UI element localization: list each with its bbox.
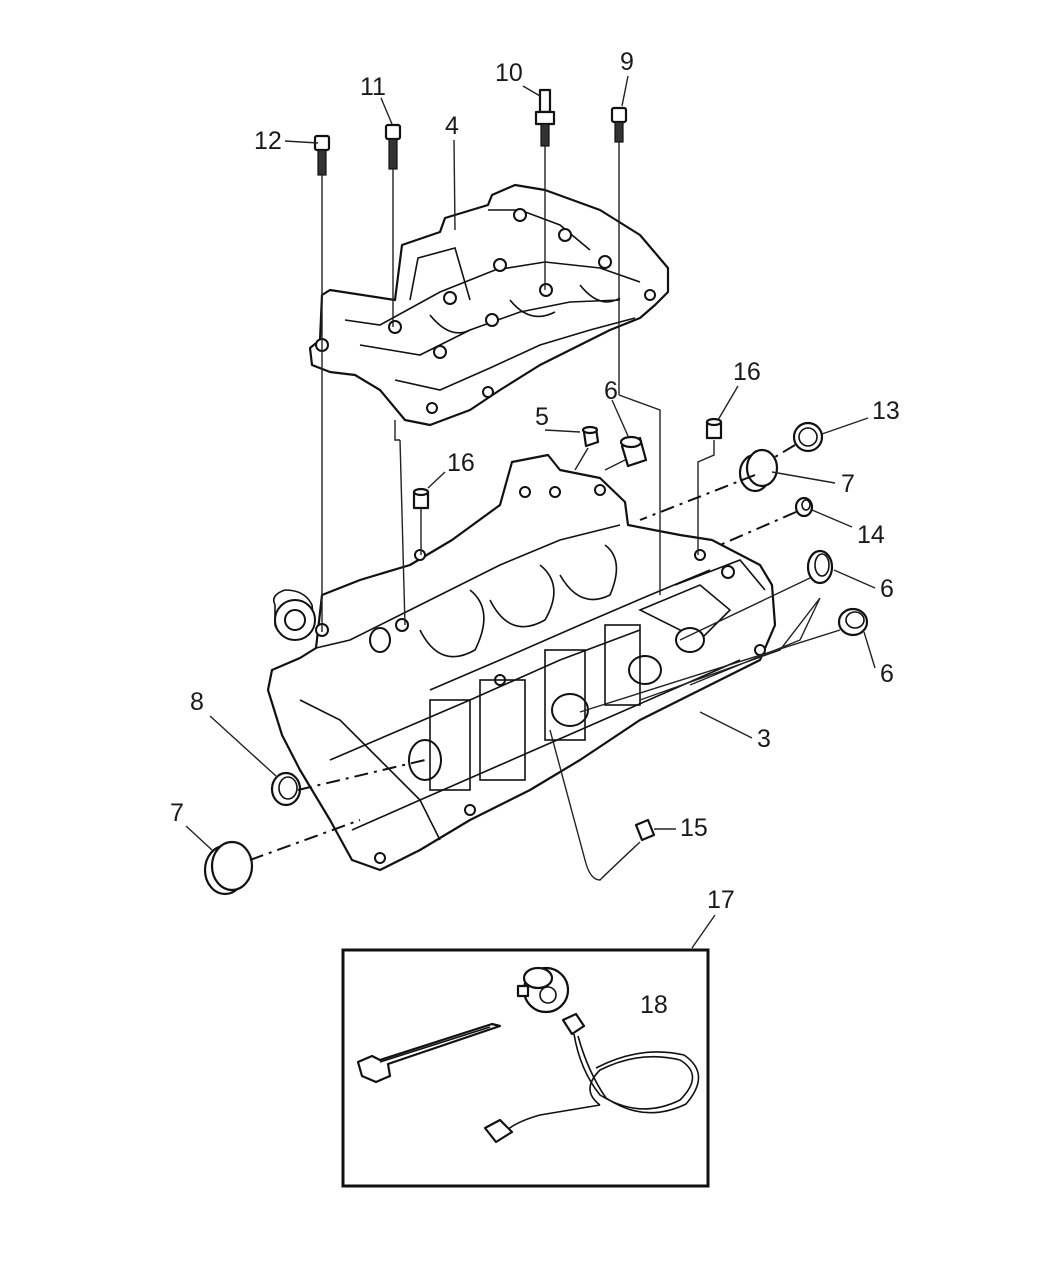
plug-14	[719, 496, 814, 546]
callout-6-top: 6	[604, 377, 618, 405]
callout-8: 8	[190, 688, 204, 716]
callout-6-mid: 6	[880, 575, 894, 603]
cylinder-head	[266, 453, 777, 872]
leader-6a	[611, 399, 629, 437]
callout-12: 12	[254, 127, 282, 155]
leader-9	[621, 75, 629, 107]
callout-7-left: 7	[170, 799, 184, 827]
bolt-9	[610, 106, 661, 595]
callout-10: 10	[495, 59, 523, 87]
leader-16b	[427, 471, 446, 489]
sensor-15	[549, 729, 656, 881]
callout-14: 14	[857, 521, 885, 549]
dowel-16-right	[697, 417, 723, 555]
callout-15: 15	[680, 814, 708, 842]
seal-6-mid	[679, 549, 834, 641]
callout-5: 5	[535, 403, 549, 431]
dowel-5	[574, 425, 600, 471]
seal-6-top	[604, 435, 648, 471]
leader-12	[284, 140, 319, 144]
heater-element	[516, 966, 570, 1014]
seal-13	[769, 421, 824, 461]
upper-cam-carrier	[308, 183, 670, 427]
cap-7-left	[203, 819, 361, 896]
leader-7b	[185, 825, 213, 851]
dowel-16-left	[412, 487, 430, 555]
callout-11: 11	[360, 73, 386, 101]
callout-16-top: 16	[733, 358, 761, 386]
callout-18: 18	[640, 991, 668, 1019]
leader-5	[544, 429, 581, 433]
leader-6b	[833, 569, 876, 589]
leader-6c	[863, 631, 876, 669]
leader-11	[380, 97, 393, 125]
stud-10	[534, 88, 556, 290]
leader-3	[699, 711, 753, 739]
seal-6-lower	[579, 597, 869, 713]
callout-6-lower: 6	[880, 660, 894, 688]
callout-17: 17	[707, 886, 735, 914]
callout-3: 3	[757, 725, 771, 753]
bolt-12	[313, 134, 331, 632]
leader-17	[691, 914, 716, 949]
cable-tie	[356, 1022, 502, 1084]
heater-cord-18	[483, 1012, 700, 1144]
seal-8	[270, 759, 426, 807]
callout-13: 13	[872, 397, 900, 425]
leader-16a	[717, 385, 739, 421]
leader-7a	[771, 471, 836, 484]
callout-9: 9	[620, 48, 634, 76]
callout-4: 4	[445, 112, 459, 140]
cap-7-right	[639, 448, 779, 521]
leader-8	[209, 715, 277, 777]
callout-16-left: 16	[447, 449, 475, 477]
leader-13	[821, 417, 869, 435]
callout-7-right: 7	[841, 470, 855, 498]
leader-14	[811, 509, 853, 528]
leader-10	[522, 85, 541, 97]
bolt-11	[384, 123, 406, 626]
leader-4	[453, 139, 456, 231]
